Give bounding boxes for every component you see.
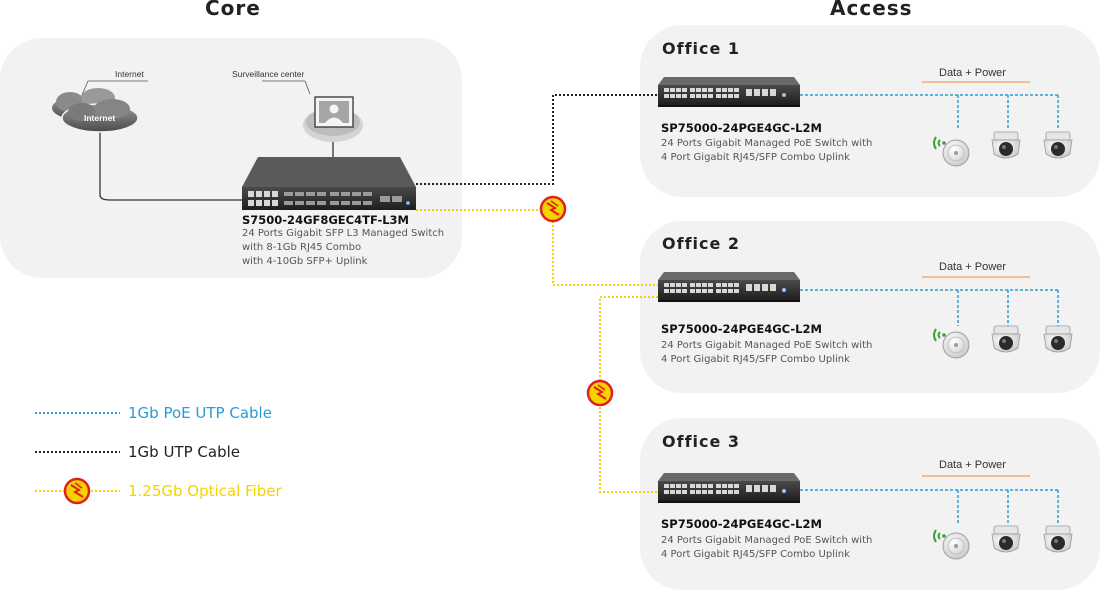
office-1-title: Office 1 [662,39,741,58]
office-3-title: Office 3 [662,432,741,451]
fiber-badge-icon [586,379,614,407]
office-3-panel [640,418,1100,590]
dome-camera-icon [991,131,1021,159]
dome-camera-icon [991,325,1021,353]
utp-cable-core-office1 [416,94,658,185]
office-2-title: Office 2 [662,234,741,253]
legend-fiber-label: 1.25Gb Optical Fiber [128,482,282,500]
legend-fiber-badge-icon [63,477,91,505]
office-2-switch-model: SP75000-24PGE4GC-L2M [661,322,822,336]
internet-cable [99,130,245,201]
fiber-cable-core-office2 [416,209,658,286]
dome-camera-icon [1043,525,1073,553]
internet-cloud-icon [52,88,139,133]
office-3-switch-desc-line: 24 Ports Gigabit Managed PoE Switch with [661,535,873,546]
surveillance-center-label: Surveillance center [232,69,305,79]
office-3-switch [658,473,800,503]
internet-cloud-text: Internet [84,113,116,123]
office-3-data-power-label: Data + Power [939,459,1006,471]
legend-poe-label: 1Gb PoE UTP Cable [128,404,272,422]
wireless-ap-icon [933,529,970,560]
internet-label: Internet [115,69,144,79]
office-2-switch-desc-line: 24 Ports Gigabit Managed PoE Switch with [661,340,873,351]
office-1-switch-desc-line: 4 Port Gigabit RJ45/SFP Combo Uplink [661,152,850,163]
office-1-data-power-label: Data + Power [939,67,1006,79]
surveillance-center-icon [303,96,363,142]
core-switch-desc-line: with 8-1Gb RJ45 Combo [242,242,362,253]
core-switch [242,157,416,210]
core-switch-desc-line: 24 Ports Gigabit SFP L3 Managed Switch [242,228,445,239]
core-section-title: Core [205,0,261,20]
office-2-panel [640,221,1100,393]
office-2-switch-desc-line: 4 Port Gigabit RJ45/SFP Combo Uplink [661,354,850,365]
office-1-panel [640,25,1100,197]
wireless-ap-icon [933,136,970,167]
fiber-cable-office2-office3 [599,296,658,493]
office-2-data-power-label: Data + Power [939,261,1006,273]
dome-camera-icon [1043,325,1073,353]
dome-camera-icon [1043,131,1073,159]
office-1-switch [658,77,800,107]
wireless-ap-icon [933,328,970,359]
core-switch-desc-line: with 4-10Gb SFP+ Uplink [242,256,368,267]
office-2-switch [658,272,800,302]
office-3-switch-model: SP75000-24PGE4GC-L2M [661,517,822,531]
dome-camera-icon [991,525,1021,553]
office-3-switch-desc-line: 4 Port Gigabit RJ45/SFP Combo Uplink [661,549,850,560]
legend-utp-label: 1Gb UTP Cable [128,443,240,461]
access-section-title: Access [830,0,913,20]
office-1-switch-model: SP75000-24PGE4GC-L2M [661,121,822,135]
fiber-badge-icon [539,195,567,223]
core-switch-model: S7500-24GF8GEC4TF-L3M [242,213,409,227]
office-1-switch-desc-line: 24 Ports Gigabit Managed PoE Switch with [661,138,873,149]
